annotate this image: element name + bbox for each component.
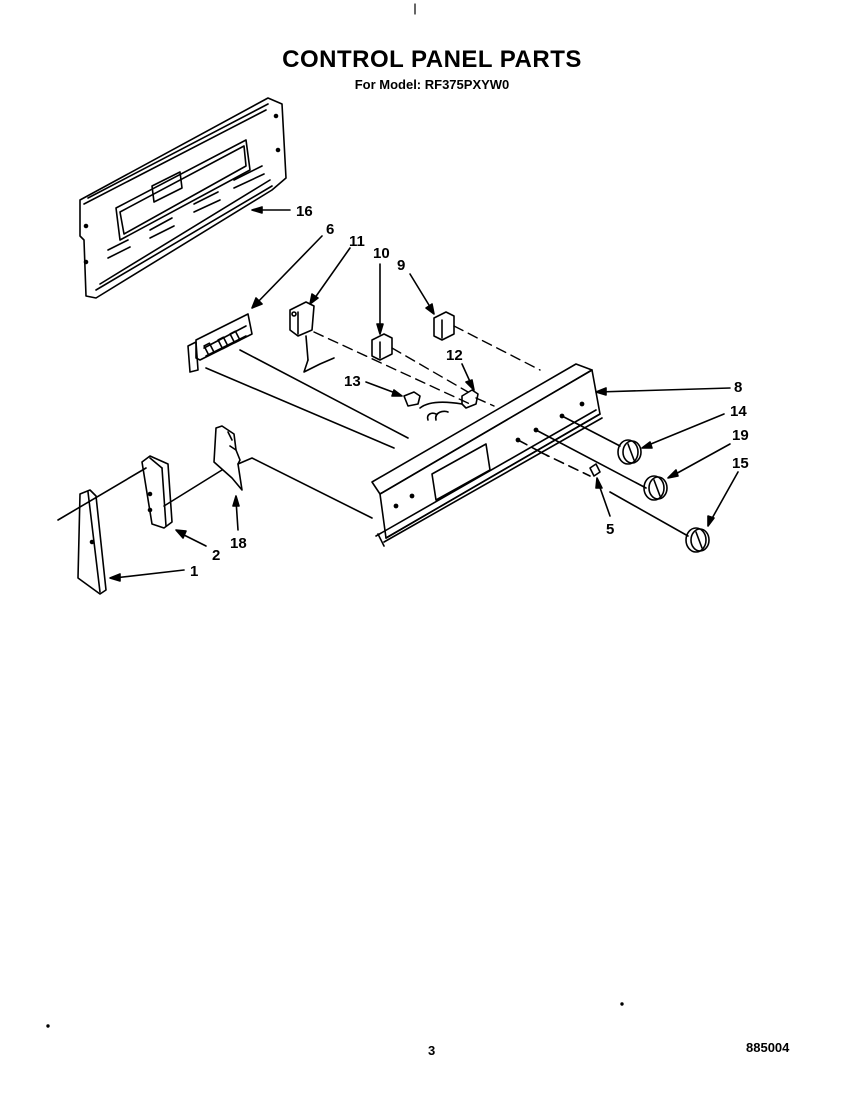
page-number: 3 [428,1043,436,1058]
rear-panel-16 [79,97,287,299]
document-number: 885004 [746,1040,790,1055]
connector-12 [461,389,479,409]
callout-18: 18 [230,535,247,552]
indicator-light-5 [589,463,601,477]
switch-9 [433,311,455,341]
callout-19: 19 [732,427,749,444]
control-panel-8 [371,363,603,547]
page-title: CONTROL PANEL PARTS [282,46,582,73]
switch-10 [371,333,393,361]
knob-15 [685,527,710,553]
callout-6: 6 [326,221,335,238]
callout-16: 16 [296,203,313,220]
callout-15: 15 [732,455,749,472]
switch-11 [289,301,335,373]
callout-13: 13 [344,373,361,390]
end-cap-1 [77,489,107,595]
callout-1: 1 [190,563,199,580]
knob-14 [617,439,642,465]
callout-2: 2 [212,547,221,564]
connector-13 [403,391,421,407]
callout-5: 5 [606,521,615,538]
clock-module-6 [187,313,253,373]
callout-10: 10 [373,245,390,262]
model-subtitle: For Model: RF375PXYW0 [354,77,510,92]
bracket-18 [213,425,243,491]
callout-11: 11 [349,233,365,250]
callout-12: 12 [446,347,463,364]
callout-14: 14 [730,403,747,420]
end-cap-insert-2 [141,455,173,529]
knob-19 [643,475,668,501]
callout-8: 8 [734,379,743,396]
callout-9: 9 [397,257,406,274]
